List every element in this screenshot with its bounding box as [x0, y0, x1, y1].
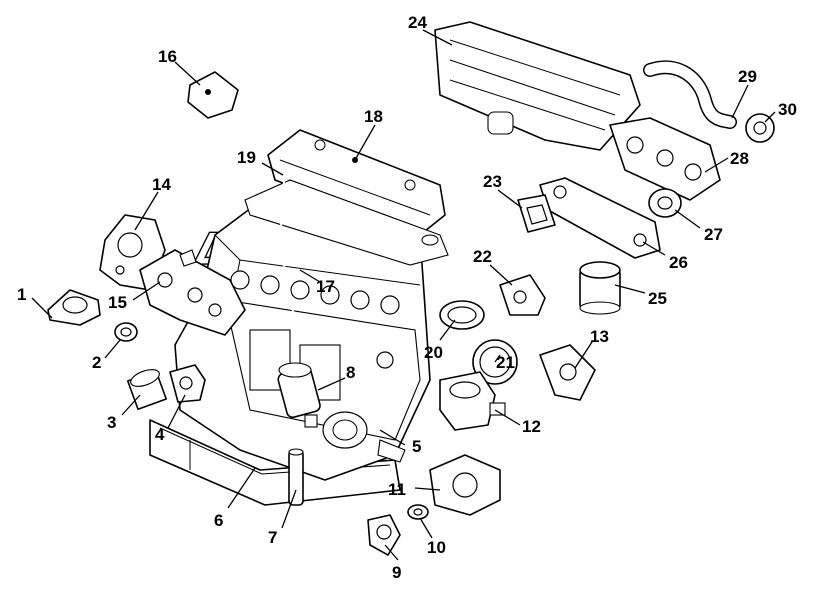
callout-22: 22: [473, 247, 492, 266]
callout-8: 8: [346, 363, 355, 382]
part-12-thermostat-housing: [439, 371, 506, 431]
callout-9: 9: [392, 563, 401, 582]
leader-lines: [31, 29, 776, 561]
part-26-flange-plate: [539, 177, 661, 259]
callout-24: 24: [408, 13, 427, 32]
callout-17: 17: [316, 277, 335, 296]
callout-28: 28: [730, 149, 749, 168]
part-16-sensor: [187, 71, 239, 119]
part-28-exhaust-manifold: [609, 117, 721, 201]
part-27-gasket: [648, 188, 682, 218]
callout-25: 25: [648, 289, 667, 308]
part-19-dipstick-tube: [280, 171, 296, 341]
callout-14: 14: [152, 175, 171, 194]
part-20-o-ring: [439, 300, 485, 330]
part-25-fuel-filter: [579, 261, 621, 315]
part-9-connector: [367, 514, 401, 556]
callout-12: 12: [522, 417, 541, 436]
part-17-head-gasket: [244, 179, 449, 266]
callout-7: 7: [268, 528, 277, 547]
callout-26: 26: [669, 253, 688, 272]
part-10-plug: [407, 504, 429, 520]
callout-13: 13: [590, 327, 609, 346]
part-18-valve-cover: [267, 129, 446, 236]
part-13-bracket: [539, 344, 596, 401]
part-30-elbow: [745, 113, 775, 143]
part-8-filler-neck: [277, 362, 321, 428]
part-1-seal: [47, 289, 101, 326]
callout-4: 4: [155, 425, 165, 444]
callout-21: 21: [496, 353, 515, 372]
callout-10: 10: [427, 538, 446, 557]
callout-19: 19: [237, 148, 256, 167]
part-2-bushing: [114, 322, 138, 342]
callout-3: 3: [107, 413, 116, 432]
part-3-oil-filter: [126, 369, 168, 411]
callout-labels: 1 2 3 4 5 6 7 8 9 10 11 12 13 14 15 16 1…: [17, 13, 797, 582]
callout-5: 5: [412, 437, 421, 456]
part-7-pipe: [288, 448, 304, 506]
callout-20: 20: [424, 343, 443, 362]
callout-30: 30: [778, 100, 797, 119]
callout-1: 1: [17, 285, 26, 304]
callout-16: 16: [158, 47, 177, 66]
callout-23: 23: [483, 172, 502, 191]
callout-11: 11: [388, 480, 406, 499]
part-24-intake-manifold: [434, 21, 641, 151]
callout-6: 6: [214, 511, 223, 530]
part-11-water-outlet: [429, 454, 501, 516]
part-15-water-pump-housing: [139, 249, 246, 336]
part-29-hose: [643, 60, 737, 129]
part-23-gasket: [517, 194, 556, 233]
callout-2: 2: [92, 353, 101, 372]
part-4-filter-bracket: [169, 364, 206, 403]
callout-15: 15: [108, 293, 127, 312]
callout-29: 29: [738, 67, 757, 86]
callout-27: 27: [704, 225, 723, 244]
callout-18: 18: [364, 107, 383, 126]
